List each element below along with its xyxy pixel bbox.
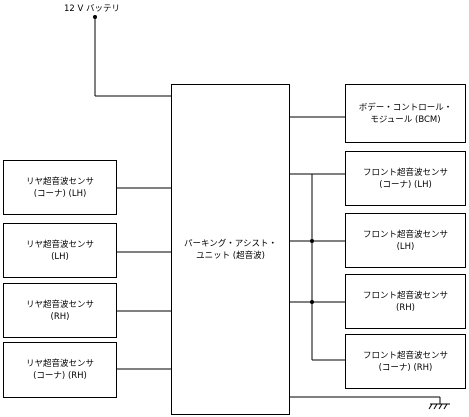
- front-sensor-rh: フロント超音波センサ (RH): [345, 274, 466, 329]
- parking-assist-unit-label-line1: パーキング・アシスト・: [184, 238, 277, 249]
- rear-sensor-corner-rh: リヤ超音波センサ (コーナ) (RH): [3, 342, 117, 398]
- rear-sensor-label-line2: (コーナ) (LH): [33, 188, 87, 199]
- rear-sensor-label-line1: リヤ超音波センサ: [25, 176, 94, 187]
- bcm-label-line1: ボデー・コントロール・: [358, 102, 453, 113]
- front-sensor-lh: フロント超音波センサ (LH): [345, 213, 466, 268]
- front-sensor-label-line1: フロント超音波センサ: [362, 350, 448, 361]
- front-sensor-label-line2: (LH): [396, 241, 415, 252]
- rear-sensor-rh: リヤ超音波センサ (RH): [3, 283, 117, 338]
- parking-assist-unit-label-line2: ユニット (超音波): [196, 250, 265, 261]
- front-sensor-label-line1: フロント超音波センサ: [362, 229, 448, 240]
- rear-sensor-label-line2: (LH): [51, 251, 69, 262]
- front-sensor-label-line1: フロント超音波センサ: [362, 167, 448, 178]
- front-sensor-corner-lh: フロント超音波センサ (コーナ) (LH): [345, 151, 466, 206]
- front-sensor-label-line2: (コーナ) (RH): [378, 362, 433, 373]
- rear-sensor-label-line1: リヤ超音波センサ: [25, 359, 94, 369]
- rear-sensor-label-line1: リヤ超音波センサ: [25, 239, 94, 250]
- battery-label: 12 V バッテリ: [64, 4, 121, 14]
- bcm-module: ボデー・コントロール・ モジュール (BCM): [345, 84, 466, 143]
- front-sensor-label-line2: (コーナ) (LH): [379, 179, 432, 190]
- rear-sensor-corner-lh: リヤ超音波センサ (コーナ) (LH): [3, 160, 117, 215]
- rear-sensor-label-line2: (RH): [50, 311, 70, 322]
- bcm-label-line2: モジュール (BCM): [370, 114, 441, 125]
- rear-sensor-label-line1: リヤ超音波センサ: [25, 299, 94, 310]
- front-sensor-corner-rh: フロント超音波センサ (コーナ) (RH): [345, 334, 466, 389]
- ground-icon: [428, 403, 450, 410]
- junction-dot: [310, 300, 314, 304]
- parking-assist-unit: パーキング・アシスト・ ユニット (超音波): [171, 84, 290, 415]
- front-sensor-label-line1: フロント超音波センサ: [362, 290, 448, 301]
- rear-sensor-lh: リヤ超音波センサ (LH): [3, 223, 117, 278]
- junction-dot: [310, 239, 314, 243]
- battery-terminal: [93, 15, 97, 19]
- front-sensor-label-line2: (RH): [396, 302, 415, 313]
- rear-sensor-label-line2: (コーナ) (RH): [33, 371, 87, 381]
